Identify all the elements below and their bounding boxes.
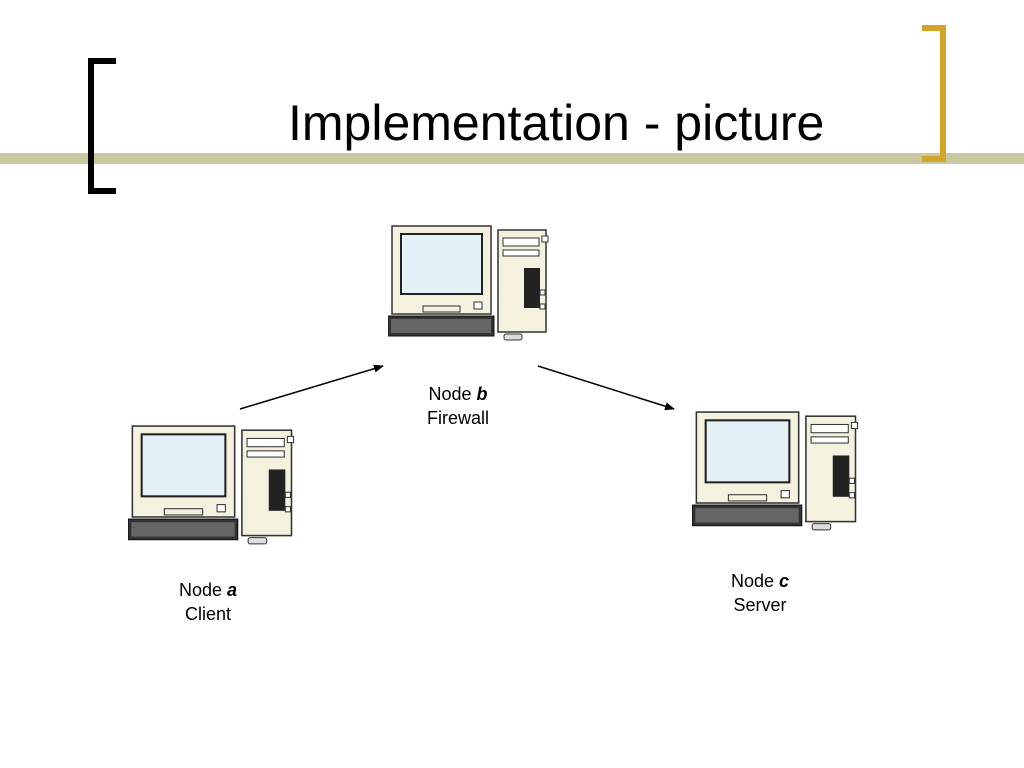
node-a-label: Node a Client <box>148 578 268 626</box>
firewall-computer <box>387 224 554 349</box>
node-b-prefix: Node <box>428 384 472 404</box>
node-c-label: Node c Server <box>700 569 820 617</box>
server-computer <box>691 410 864 539</box>
arrow-firewall-to-server <box>537 365 675 411</box>
node-c-role: Server <box>733 595 787 615</box>
node-a-role: Client <box>184 604 232 624</box>
title-accent-line <box>0 153 1024 164</box>
arrow-client-to-firewall <box>239 364 384 410</box>
right-bracket-decoration <box>922 25 946 162</box>
computer-icon <box>387 225 549 341</box>
node-a-letter: a <box>227 580 238 600</box>
node-c-letter: c <box>779 571 790 591</box>
computer-icon <box>691 411 859 531</box>
left-bracket-decoration <box>88 58 116 194</box>
slide-title: Implementation - picture <box>288 95 825 151</box>
node-b-role: Firewall <box>426 408 489 428</box>
node-c-prefix: Node <box>730 571 774 591</box>
node-b-label: Node b Firewall <box>398 382 518 430</box>
client-computer <box>127 424 300 553</box>
computer-icon <box>127 425 295 545</box>
node-a-prefix: Node <box>178 580 222 600</box>
node-b-letter: b <box>476 384 488 404</box>
